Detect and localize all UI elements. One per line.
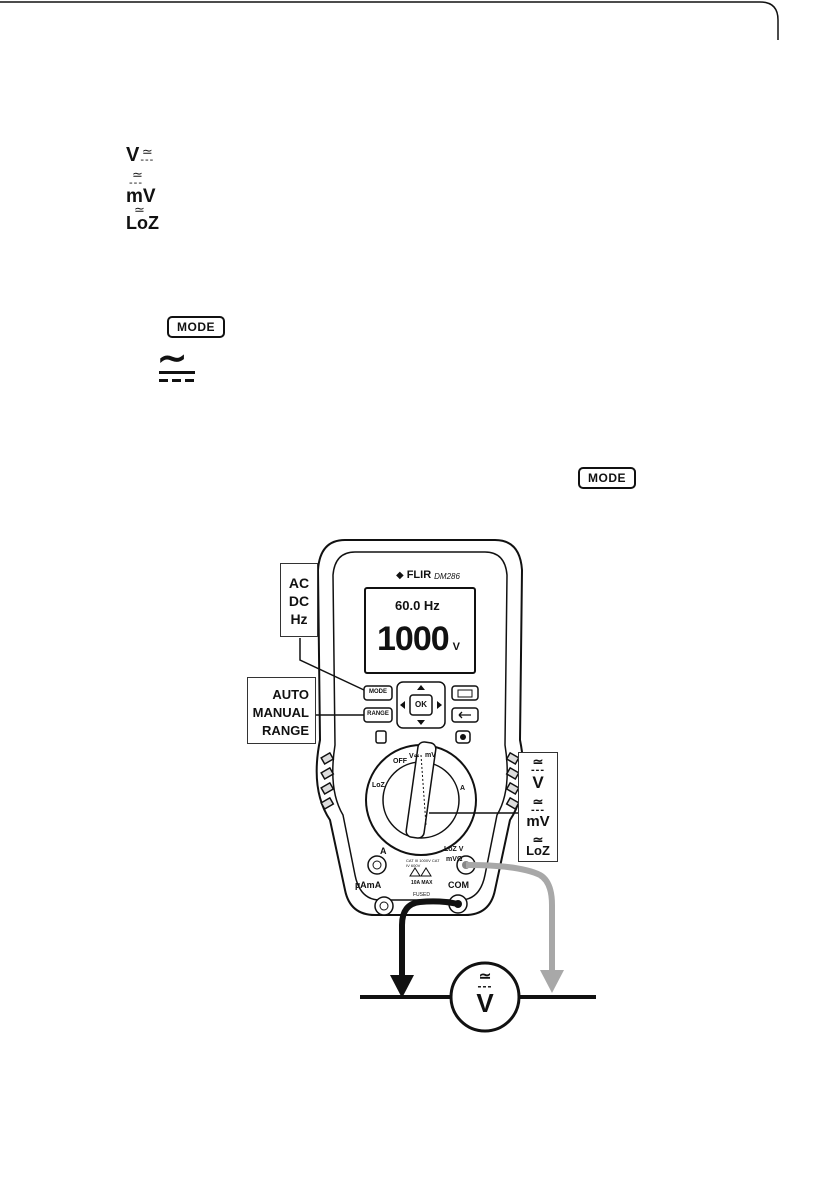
fuse-text: 10A MAX	[411, 880, 433, 886]
dial-label-a: A	[460, 785, 465, 792]
jack-v-label: LoZ V	[444, 846, 463, 853]
callout-v-label: V	[532, 774, 543, 791]
symbol-v-dash: ---	[140, 156, 154, 164]
mode-symbol-v: V ≃ ---	[126, 145, 154, 165]
mode-symbol-mv: ≃ --- mV	[126, 170, 156, 206]
jack-v-label-2: mVΩ	[446, 856, 463, 863]
callout-auto-manual-range: AUTO MANUAL RANGE	[247, 677, 316, 744]
dial-label-v: V≃	[409, 752, 420, 760]
dial-label-mv: mV	[425, 752, 436, 759]
callout-hz: Hz	[281, 610, 317, 628]
gray-lead-arrow	[540, 970, 564, 993]
mode-button-symbol-2: MODE	[578, 467, 636, 489]
mode-button-symbol: MODE	[167, 316, 225, 338]
top-rule-svg	[0, 0, 840, 40]
flashlight-button-icon	[376, 731, 386, 743]
meter-btn-ok-label: OK	[410, 700, 432, 709]
symbol-v-label: V	[126, 145, 139, 165]
callout-loz-symbol: ≃ LoZ	[526, 835, 550, 857]
lcd-hz-reading: 60.0 Hz	[395, 598, 440, 613]
callout-manual: MANUAL	[248, 704, 309, 722]
circuit-v-label: V	[476, 990, 493, 1016]
jack-a-label: A	[380, 846, 387, 856]
jack-uamA-label: µAmA	[355, 880, 381, 890]
dc-symbol	[159, 371, 195, 391]
jack-com-label: COM	[448, 880, 469, 890]
callout-loz-label: LoZ	[526, 844, 550, 857]
model-name: DM286	[434, 572, 460, 581]
meter-btn-menu	[452, 686, 478, 700]
lcd-value: 1000	[377, 620, 449, 659]
callout-ac: AC	[281, 574, 317, 592]
meter-btn-mode-label: MODE	[366, 689, 390, 695]
brand-name: FLIR	[407, 569, 431, 581]
callout-function-symbols: ≃ --- V ≃ --- mV ≃ LoZ	[518, 752, 558, 862]
circuit-voltmeter-symbol: ≃ --- V	[465, 972, 505, 1016]
black-lead-arrow	[390, 975, 414, 998]
dial-label-off: OFF	[393, 758, 407, 765]
callout-mv-label: mV	[526, 814, 549, 829]
lcd-unit: V	[453, 641, 460, 653]
fuse-text-2: FUSED	[413, 892, 430, 898]
callout-v-symbol: ≃ --- V	[531, 757, 545, 791]
lcd-main-value: 1000 V	[377, 620, 460, 659]
symbol-loz-label: LoZ	[126, 214, 159, 232]
callout-auto: AUTO	[248, 686, 309, 704]
callout-mv-symbol: ≃ --- mV	[526, 797, 549, 829]
cat-rating-text: CAT III 1000V CAT IV 600V	[406, 858, 440, 868]
page-top-rule	[0, 0, 840, 40]
callout-dc: DC	[281, 592, 317, 610]
brand-logo-icon: ◆	[396, 570, 404, 581]
mode-symbol-loz: ≃ LoZ	[126, 205, 159, 232]
meter-btn-range-label: RANGE	[366, 711, 390, 717]
callout-ac-dc-hz: AC DC Hz	[280, 563, 318, 637]
symbol-v-accent: ≃ ---	[140, 147, 154, 164]
meter-brand: ◆ FLIR DM286	[396, 569, 460, 581]
dial-label-loz: LoZ	[372, 782, 385, 789]
callout-range: RANGE	[248, 722, 309, 740]
